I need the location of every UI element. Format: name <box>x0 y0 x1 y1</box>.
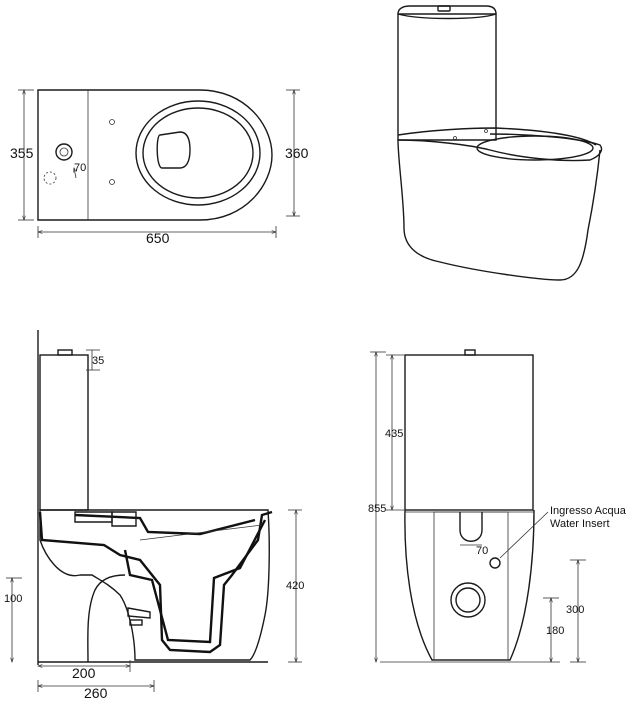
side-outlet-pipe <box>127 607 151 619</box>
bowl-body-outline <box>397 139 601 281</box>
cistern-body <box>397 13 497 141</box>
water-insert-hole <box>489 557 501 569</box>
height-label: 420 <box>286 580 304 592</box>
side-foot-curve <box>87 574 126 663</box>
front-cistern <box>404 354 534 511</box>
water-inlet-inner <box>59 147 69 157</box>
seat-hinge-left <box>453 136 457 140</box>
width-label: 650 <box>146 230 170 246</box>
water-insert-leader <box>499 511 549 559</box>
cistern-label: 435 <box>385 428 403 440</box>
flush-button <box>437 5 451 12</box>
hole-dim-arrow <box>74 168 76 179</box>
inlet-label-it: Ingresso Acqua <box>550 505 627 517</box>
bowl-inner-rim <box>142 107 254 199</box>
inlet-label-en: Water Insert <box>550 518 610 530</box>
side-water-line <box>139 524 263 541</box>
total-label: 855 <box>368 503 386 515</box>
bowl-outer-rim <box>135 100 261 206</box>
front-hole-label: 70 <box>476 545 488 557</box>
outlet-circle-inner <box>455 587 481 613</box>
outlet-300-label: 300 <box>566 604 584 616</box>
bowl-drain-shape <box>156 131 191 169</box>
depth-right-label: 360 <box>285 145 309 161</box>
floor-label: 100 <box>4 593 22 605</box>
seat-hinge-right <box>484 129 488 133</box>
side-cistern <box>39 354 89 511</box>
top-view: 70 355 360 650 <box>10 89 309 246</box>
front-back-panel <box>433 511 509 661</box>
outlet-180-label: 180 <box>546 625 564 637</box>
side-flush-button <box>57 349 73 356</box>
side-trap-section-inner <box>74 513 267 644</box>
outlet-circle-outer <box>450 582 486 618</box>
alt-inlet-circle <box>43 171 57 185</box>
side-inlet-block-2 <box>111 511 137 527</box>
depth-left-label: 355 <box>10 145 34 161</box>
front-bowl-outline <box>404 509 535 661</box>
outlet-200-label: 200 <box>72 665 96 681</box>
bowl-top-back <box>397 127 597 146</box>
top-view-outline <box>37 89 273 221</box>
fixing-hole-top <box>109 119 115 125</box>
side-outlet-flange <box>129 619 143 626</box>
water-inlet-circle <box>55 143 73 161</box>
top-hole-label: 70 <box>74 162 86 174</box>
cistern-lid-front <box>397 13 497 20</box>
perspective-view <box>397 5 603 281</box>
fixing-hole-bottom <box>109 179 115 185</box>
side-view: 35 420 100 200 260 <box>4 330 304 701</box>
front-inlet-slot <box>459 512 483 542</box>
side-bowl-outer <box>39 509 270 661</box>
cistern-lid <box>397 5 497 15</box>
front-flush-button <box>464 349 476 356</box>
front-view: 70 Ingresso Acqua Water Insert 435 855 3… <box>368 349 627 662</box>
lid-label: 35 <box>92 355 104 367</box>
bowl-opening <box>476 135 594 161</box>
outlet-260-label: 260 <box>84 685 108 701</box>
